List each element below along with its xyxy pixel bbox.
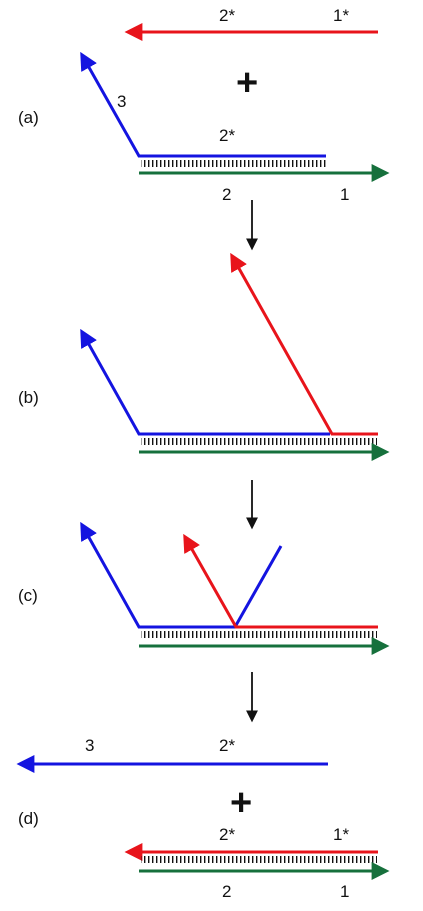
c-base-pairs	[141, 631, 377, 638]
panel-label-b: (b)	[18, 388, 39, 407]
a-label-green-2: 2	[222, 185, 231, 204]
d-plus-sign: +	[230, 782, 252, 824]
b-blue-strand	[80, 328, 330, 436]
d-label-blue-2star: 2*	[219, 736, 235, 755]
d-label-green-1: 1	[340, 882, 349, 901]
panel-c: (c)	[18, 521, 390, 655]
panel-label-c: (c)	[18, 586, 38, 605]
d-base-pairs	[141, 856, 377, 863]
c-red-strand	[183, 533, 378, 629]
d-label-red-2star: 2*	[219, 825, 235, 844]
a-label-top-1star: 1*	[333, 6, 349, 25]
a-label-top-2star: 2*	[219, 6, 235, 25]
panel-a: 2* 1* + 3 2* 2 1 (a)	[18, 6, 390, 204]
a-label-blue-2star: 2*	[219, 126, 235, 145]
a-blue-strand	[80, 51, 326, 158]
a-plus-sign: +	[236, 62, 258, 104]
panel-label-d: (d)	[18, 809, 39, 828]
d-label-green-2: 2	[222, 882, 231, 901]
c-blue-strand	[80, 521, 283, 629]
panel-label-a: (a)	[18, 108, 39, 127]
b-red-strand	[230, 252, 378, 436]
panel-d: 3 2* + 2* 1* 2 1 (d)	[16, 736, 390, 901]
b-base-pairs	[141, 438, 377, 445]
panel-b: (b)	[18, 252, 390, 461]
a-base-pairs	[141, 160, 326, 167]
d-label-red-1star: 1*	[333, 825, 349, 844]
a-label-green-1: 1	[340, 185, 349, 204]
a-label-blue-3: 3	[117, 92, 126, 111]
d-label-blue-3: 3	[85, 736, 94, 755]
